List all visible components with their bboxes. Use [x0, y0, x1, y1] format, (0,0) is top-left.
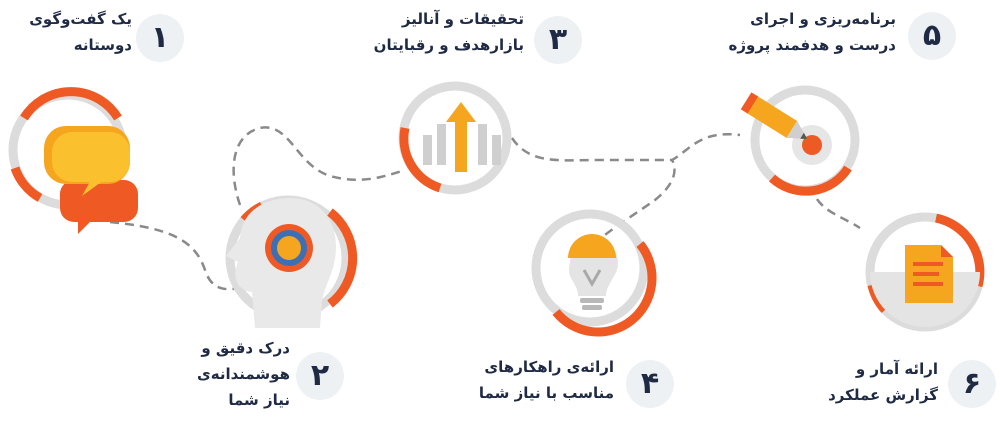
step-number-4: ۴ — [626, 360, 674, 408]
step-4-line-1: ارائه‌ی راهکارهای — [484, 358, 614, 376]
step-2-graphic — [225, 195, 358, 328]
step-2-line-2: هوشمندانه‌ی — [196, 365, 290, 383]
step-3-graphic — [398, 81, 512, 195]
step-label-1: یک گفت‌وگوی دوستانه — [29, 6, 132, 58]
step-number-1: ۱ — [136, 14, 184, 62]
step-number-6: ۶ — [948, 360, 996, 408]
light-bulb-icon — [568, 234, 618, 310]
step-6-line-1: ارائه آمار و — [855, 360, 938, 378]
step-1-line-2: دوستانه — [73, 36, 132, 54]
step-1-graphic — [8, 87, 138, 234]
step-5-graphic — [740, 85, 860, 196]
speech-bubble-icon — [44, 126, 138, 234]
bar-chart-arrow-icon — [423, 102, 501, 172]
step-1-line-1: یک گفت‌وگوی — [29, 10, 132, 28]
step-4-graphic — [531, 209, 657, 337]
step-5-line-2: درست و هدفمند پروژه — [728, 36, 896, 54]
step-label-2: درک دقیق و هوشمندانه‌ی نیاز شما — [197, 335, 290, 413]
step-2-line-1: درک دقیق و — [201, 339, 290, 357]
step-label-4: ارائه‌ی راهکارهای مناسب با نیاز شما — [479, 354, 614, 406]
step-4-line-2: مناسب با نیاز شما — [478, 384, 614, 402]
step-6-graphic — [865, 212, 985, 332]
step-6-line-2: گزارش عملکرد — [828, 386, 938, 404]
pencil-target-icon — [740, 92, 832, 165]
step-number-5: ۵ — [908, 12, 956, 60]
step-label-5: برنامه‌ریزی و اجرای درست و هدفمند پروژه — [729, 6, 896, 58]
step-label-6: ارائه آمار و گزارش عملکرد — [828, 356, 938, 408]
step-3-line-1: تحقیقات و آنالیز — [401, 10, 524, 28]
step-3-line-2: بازارهدف و رقبایتان — [373, 36, 524, 54]
report-document-icon — [870, 245, 980, 327]
head-target-icon — [226, 198, 336, 328]
step-number-2: ۲ — [296, 352, 344, 400]
step-label-3: تحقیقات و آنالیز بازارهدف و رقبایتان — [374, 6, 524, 58]
step-number-3: ۳ — [534, 16, 582, 64]
step-5-line-1: برنامه‌ریزی و اجرای — [750, 10, 896, 28]
step-2-line-3: نیاز شما — [228, 391, 290, 409]
